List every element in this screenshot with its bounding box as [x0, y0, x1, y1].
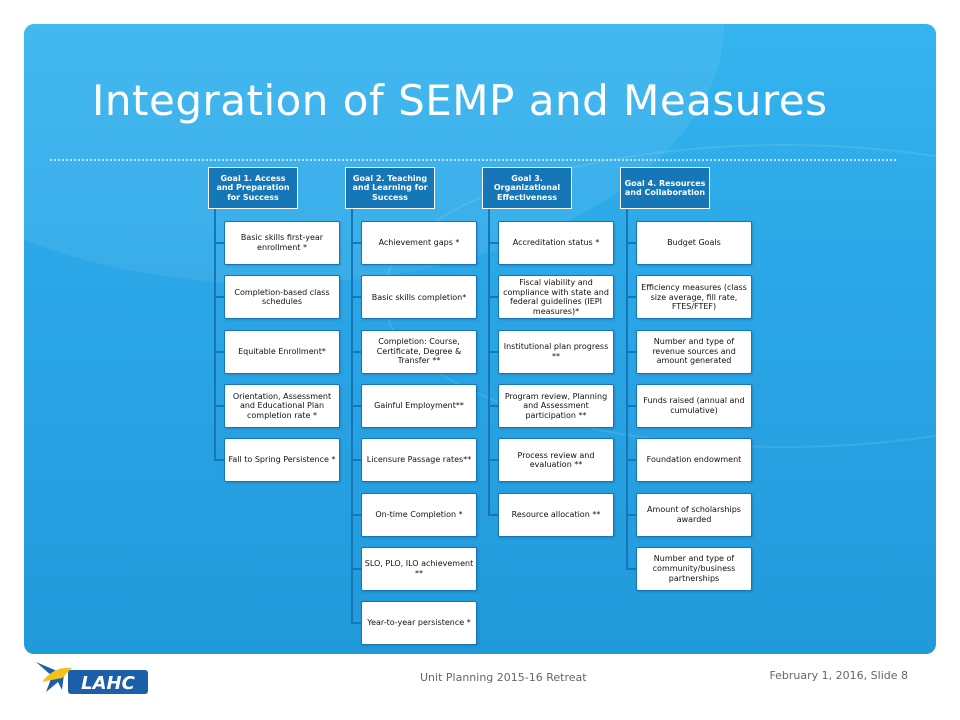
item-connector: [488, 296, 498, 299]
item-connector: [488, 404, 498, 407]
measure-item: Foundation endowment: [636, 438, 752, 483]
item-connector: [626, 513, 636, 516]
footer-slide-number: February 1, 2016, Slide 8: [769, 669, 908, 682]
item-connector: [488, 242, 498, 244]
item-connector: [351, 459, 361, 462]
measure-item: Completion-based class schedules: [224, 275, 340, 320]
measure-item: Achievement gaps *: [361, 221, 477, 265]
measure-item: Amount of scholarships awarded: [636, 492, 752, 537]
measure-item: Completion: Course, Certificate, Degree …: [361, 329, 477, 374]
item-connector: [351, 404, 361, 407]
measure-item: Fall to Spring Persistence *: [224, 438, 340, 483]
measure-item: SLO, PLO, ILO achievement **: [361, 546, 477, 591]
measure-item: Licensure Passage rates**: [361, 438, 477, 483]
measure-item: Number and type of community/business pa…: [636, 546, 752, 591]
item-connector: [626, 242, 636, 244]
item-connector: [214, 242, 224, 244]
measure-item: Gainful Employment**: [361, 383, 477, 428]
measure-item: Orientation, Assessment and Educational …: [224, 383, 340, 428]
goal-3-header: Goal 3. Organizational Effectiveness: [482, 167, 572, 209]
svg-text:LAHC: LAHC: [81, 673, 135, 694]
goal-3-connector: [488, 209, 490, 515]
measure-item: Process review and evaluation **: [498, 438, 614, 483]
measure-item: Efficiency measures (class size average,…: [636, 275, 752, 320]
item-connector: [214, 404, 224, 407]
measure-item: Funds raised (annual and cumulative): [636, 383, 752, 428]
measure-item: Fiscal viability and compliance with sta…: [498, 275, 614, 320]
measure-item: Accreditation status *: [498, 221, 614, 265]
item-connector: [626, 296, 636, 299]
item-connector: [214, 350, 224, 353]
title-banner: [24, 24, 936, 654]
item-connector: [626, 567, 636, 570]
item-connector: [626, 350, 636, 353]
title-divider: [50, 159, 896, 161]
goal-4-connector: [626, 209, 628, 569]
item-connector: [351, 567, 361, 570]
item-connector: [214, 459, 224, 462]
goal-1-connector: [214, 209, 216, 461]
goal-1-header: Goal 1. Access and Preparation for Succe…: [208, 167, 298, 209]
item-connector: [488, 513, 498, 516]
item-connector: [351, 350, 361, 353]
item-connector: [351, 513, 361, 516]
measure-item: Resource allocation **: [498, 492, 614, 537]
measure-item: Basic skills completion*: [361, 275, 477, 320]
item-connector: [214, 296, 224, 299]
measure-item: Year-to-year persistence *: [361, 601, 477, 646]
slide-title: Integration of SEMP and Measures: [92, 76, 828, 125]
logo-plate: [68, 670, 148, 694]
hawk-body-shape: [42, 667, 72, 682]
item-connector: [626, 459, 636, 462]
measure-item: Institutional plan progress **: [498, 329, 614, 374]
item-connector: [488, 350, 498, 353]
footer-center-text: Unit Planning 2015-16 Retreat: [420, 671, 587, 684]
item-connector: [351, 242, 361, 244]
measure-item: Budget Goals: [636, 221, 752, 265]
measure-item: Program review, Planning and Assessment …: [498, 383, 614, 428]
measure-item: Equitable Enrollment*: [224, 329, 340, 374]
item-connector: [351, 622, 361, 625]
item-connector: [488, 459, 498, 462]
goal-2-header: Goal 2. Teaching and Learning for Succes…: [345, 167, 435, 209]
item-connector: [351, 296, 361, 299]
goal-2-connector: [351, 209, 353, 624]
measure-item: Number and type of revenue sources and a…: [636, 329, 752, 374]
lahc-logo: LAHC: [36, 662, 148, 694]
goal-4-header: Goal 4. Resources and Collaboration: [620, 167, 710, 209]
item-connector: [626, 404, 636, 407]
measure-item: On-time Completion *: [361, 492, 477, 537]
measure-item: Basic skills first-year enrollment *: [224, 221, 340, 265]
